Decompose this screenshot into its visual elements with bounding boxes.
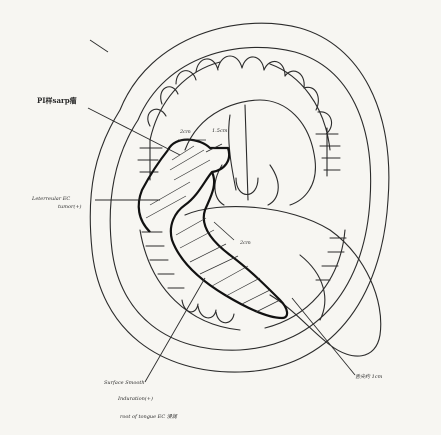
upper-teeth <box>138 56 340 180</box>
label-induration: Induration(+) <box>118 396 153 402</box>
label-root-of-tongue: root of tongue EC 浸润 <box>120 414 177 420</box>
palate-outline <box>185 100 315 205</box>
label-dim-2cm-tongue: 2cm <box>240 240 251 246</box>
tumor-region <box>139 140 287 318</box>
palate-midline <box>245 105 248 200</box>
label-tumor-name: PI样sarp瘤 <box>37 97 77 105</box>
label-dim-1-5cm: 1.5cm <box>212 128 228 134</box>
label-surface: Surface Smooth <box>104 380 145 386</box>
leader-lines <box>88 40 355 382</box>
label-lateral-tumor: Leterreular EC <box>32 196 70 202</box>
label-dim-2cm-top: 2cm <box>180 129 191 135</box>
label-tip-note: 舌尖约 1cm <box>355 374 382 380</box>
label-lateral-tumor-2: tumor(+) <box>58 204 81 210</box>
tongue-outline <box>185 207 381 357</box>
outer-lip-outline <box>90 23 389 372</box>
